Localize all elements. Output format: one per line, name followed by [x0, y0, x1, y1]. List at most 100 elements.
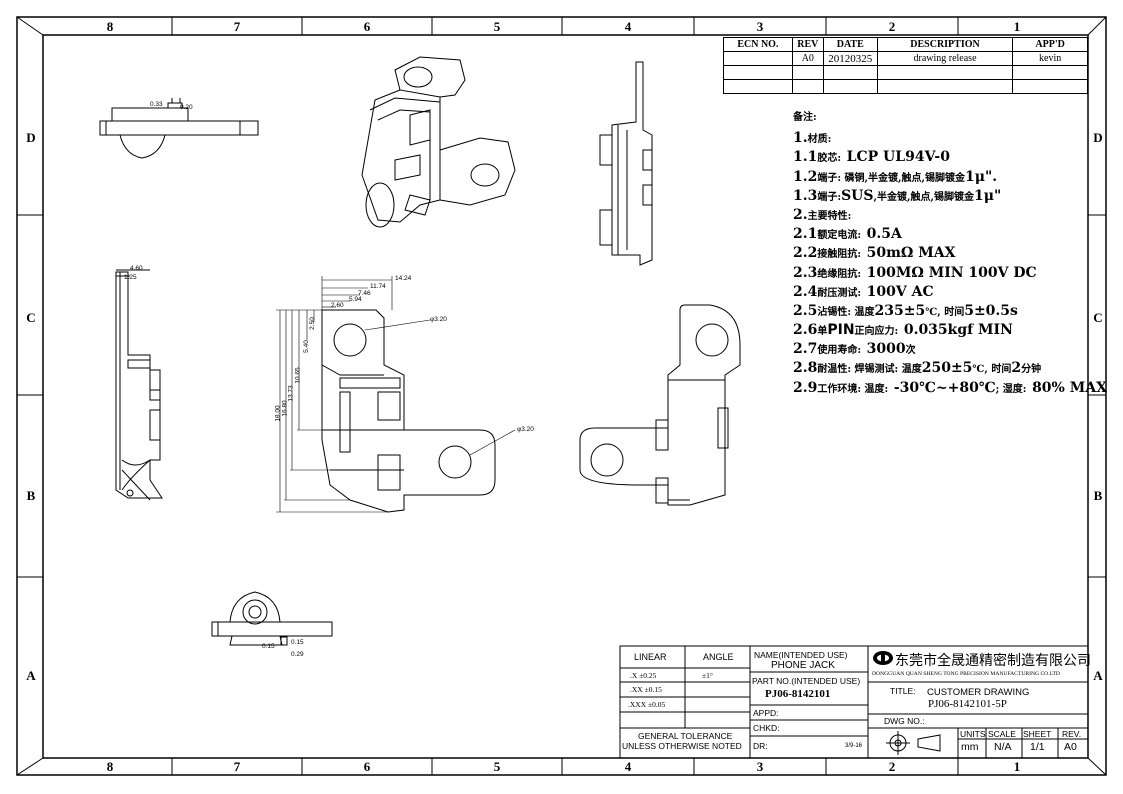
zone-col-1-top: 1: [1013, 19, 1021, 34]
rev-cell: [822, 79, 878, 94]
note-text: 使用寿命:: [817, 345, 862, 357]
general-tolerance: GENERAL TOLERANCE: [638, 731, 733, 741]
units-label: UNITS: [960, 729, 986, 739]
dr-label: DR:: [753, 741, 768, 751]
note-line: 1.3端子:SUS,半金镀,触点,锡脚镀金1μ": [793, 185, 1107, 204]
notes-title: 备注:: [793, 112, 817, 123]
note-value: 0.5A: [866, 226, 902, 243]
rev-value: A0: [1064, 741, 1077, 753]
note-line: 2.7使用寿命: 3000次: [793, 338, 1107, 357]
note-text: ℃, 时间: [972, 364, 1012, 376]
zone-row-d-left: D: [26, 130, 36, 145]
note-value: 0.035kgf MIN: [903, 322, 1013, 339]
note-text: ,半金镀,触点,锡脚镀金: [873, 191, 974, 203]
note-text: ℃, 时间: [925, 306, 965, 318]
zone-col-7-top: 7: [233, 19, 241, 34]
dim-label: 14.24: [395, 275, 412, 282]
dwg-no-label: DWG NO.:: [884, 716, 925, 726]
note-text: 端子: 磷铜,半金镀,触点,锡脚镀金: [817, 172, 965, 184]
note-line: 2.1额定电流: 0.5A: [793, 223, 1107, 242]
dim-label: 1.25: [124, 274, 137, 281]
dim-label: φ3.20: [517, 426, 534, 433]
dim-label: 5.94: [349, 296, 362, 303]
zone-col-4-top: 4: [624, 19, 632, 34]
note-text: 主要特性:: [807, 210, 852, 222]
note-num: 1.2: [793, 168, 818, 185]
name-value: PHONE JACK: [771, 660, 835, 671]
note-value: 100V AC: [866, 283, 934, 300]
note-num: 2.9: [793, 379, 818, 396]
tolerance-xxx: .XXX ±0.05: [628, 700, 666, 709]
note-num: 2.3: [793, 264, 818, 281]
dim-label: 2.60: [331, 302, 344, 309]
zone-col-8-top: 8: [106, 19, 114, 34]
tolerance-xx: .XX ±0.15: [630, 685, 662, 694]
note-num: 2.1: [793, 226, 818, 243]
note-value: 80% MAX: [1032, 379, 1107, 396]
title-label: TITLE:: [890, 686, 916, 696]
isometric-view: [361, 56, 516, 228]
note-line: 2.2接触阻抗: 50mΩ MAX: [793, 242, 1107, 261]
zone-row-c-right: C: [1093, 310, 1103, 325]
front-view: [276, 276, 516, 513]
note-num: 2.8: [793, 360, 818, 377]
note-value: 235±5: [874, 302, 926, 319]
dim-label: 0.15: [262, 643, 275, 650]
table-row: [723, 65, 1088, 80]
zone-row-b-right: B: [1093, 488, 1103, 503]
note-value: 250±5: [921, 360, 973, 377]
zone-col-2-top: 2: [888, 19, 896, 34]
company-name-cn: 东莞市全晟通精密制造有限公司: [895, 653, 1091, 669]
note-text: 材质:: [807, 134, 832, 146]
zone-col-7-bottom: 7: [233, 759, 241, 774]
note-text: 分钟: [1021, 364, 1042, 376]
zone-row-c-left: C: [26, 310, 36, 325]
zone-row-a-left: A: [26, 668, 36, 683]
note-line: 2.8耐温性: 焊锡测试: 温度250±5℃, 时间2分钟: [793, 357, 1107, 376]
note-text: 耐温性: 焊锡测试: 温度: [817, 364, 922, 376]
note-value: 50mΩ MAX: [866, 245, 956, 262]
note-num: 1.1: [793, 149, 818, 166]
chkd-label: CHKD:: [753, 723, 780, 733]
note-num: 2.: [793, 206, 808, 223]
right-side-view: [599, 61, 653, 266]
note-text: 单: [817, 326, 828, 338]
dim-label: 11.74: [370, 283, 386, 290]
table-row: [723, 79, 1088, 94]
table-row: A0 20120325 drawing release kevin: [723, 51, 1088, 66]
note-value: 1μ": [973, 187, 1002, 204]
tolerance-x: .X ±0.25: [630, 671, 657, 680]
zone-col-1-bottom: 1: [1013, 759, 1021, 774]
note-text: 端子:: [817, 191, 842, 203]
zone-col-8-bottom: 8: [106, 759, 114, 774]
note-value: 100MΩ MIN 100V DC: [866, 264, 1037, 281]
rev-cell: [1012, 79, 1088, 94]
angle-tolerance: ±1°: [702, 671, 713, 680]
note-value: 1μ".: [964, 168, 998, 185]
note-value: -30℃~+80℃: [893, 379, 996, 396]
rear-view: [579, 304, 741, 506]
rev-label: REV.: [1062, 729, 1082, 739]
zone-col-4-bottom: 4: [624, 759, 632, 774]
note-text: 接触阻抗:: [817, 249, 862, 261]
zone-col-6-bottom: 6: [363, 759, 371, 774]
angle-label: ANGLE: [703, 652, 734, 662]
title-part-number: PJ06-8142101-5P: [928, 698, 1007, 710]
note-line: 2.主要特性:: [793, 204, 1107, 223]
note-line: 1.2端子: 磷铜,半金镀,触点,锡脚镀金1μ".: [793, 166, 1107, 185]
units-value: mm: [961, 741, 979, 753]
note-line: 2.9工作环境: 温度: -30℃~+80℃; 湿度: 80% MAX: [793, 377, 1107, 396]
note-num: 2.5: [793, 302, 818, 319]
note-value: PIN: [827, 322, 855, 339]
note-line: 2.4耐压测试: 100V AC: [793, 281, 1107, 300]
note-text: 次: [905, 345, 916, 357]
note-line: 2.5沾锡性: 温度235±5℃, 时间5±0.5s: [793, 300, 1107, 319]
left-side-view: [115, 269, 163, 501]
dim-label: φ3.20: [430, 316, 447, 323]
note-text: 正向应力:: [854, 326, 899, 338]
dim-label: 0.29: [291, 651, 304, 658]
linear-label: LINEAR: [634, 652, 667, 662]
scale-value: N/A: [994, 741, 1012, 753]
third-angle-projection-icon: [886, 731, 941, 755]
